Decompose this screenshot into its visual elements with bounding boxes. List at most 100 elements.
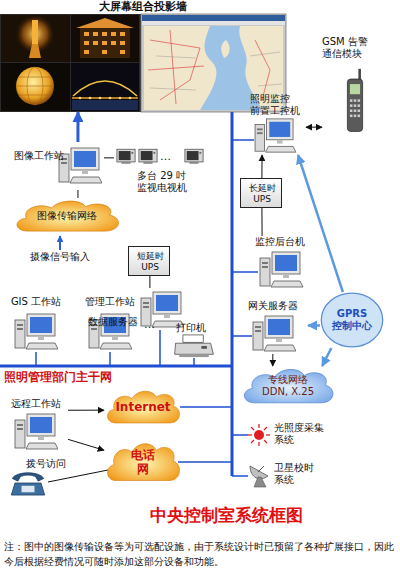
printer: 打印机 (158, 322, 224, 358)
cloud-outline (108, 391, 180, 423)
backbone-bus (193, 358, 195, 366)
node-label: 图像工作站 (14, 150, 68, 162)
projection-wall-images (84, 32, 125, 54)
backbone-bus (232, 139, 254, 141)
admin-workstation: 管理工作站 (78, 296, 142, 352)
connector (77, 190, 78, 198)
dial-access-label: 拨号访问 (26, 458, 66, 470)
projection-wall-images (79, 97, 82, 100)
connector (76, 112, 79, 142)
device-icons (15, 314, 58, 349)
phone-network-cloud: 电话 网 (104, 440, 182, 484)
projection-wall-images (129, 97, 132, 100)
ellipsis-mark: … (160, 150, 171, 163)
projection-wall-images (71, 15, 139, 62)
device-icons (255, 119, 296, 152)
projection-wall-images (19, 95, 51, 96)
projection-wall-images (71, 63, 139, 111)
backbone-bus (180, 406, 232, 408)
projection-wall-images (102, 50, 107, 54)
gprs-center: GPRS 控制中心 (320, 292, 384, 348)
ellipsis-mark: … (144, 318, 155, 331)
backbone-bus (159, 330, 161, 366)
connector (298, 155, 343, 292)
backbone-bus (178, 461, 232, 463)
node-label: 短延时 UPS (134, 251, 166, 273)
remote-workstation: 远程工作站 (4, 398, 68, 454)
image-workstation: 图像工作站 (14, 142, 104, 190)
device-icons (347, 69, 362, 132)
connector (104, 157, 114, 158)
circle-outline (321, 293, 382, 347)
projection-wall-images (80, 28, 130, 58)
device-icons (59, 148, 102, 183)
device-icons (175, 335, 214, 357)
cloud-outline (108, 444, 180, 481)
leader-wires (48, 236, 108, 482)
projection-wall-images (150, 52, 282, 90)
node-label: 管理工作站 (78, 296, 142, 308)
projection-wall-images (111, 41, 116, 45)
node-label: 打印机 (176, 322, 216, 334)
projection-wall-images (1, 63, 70, 111)
connector (308, 324, 320, 327)
node-label: 长延时 UPS (246, 183, 278, 205)
node-label: 多台 29 吋 监视电视机 (134, 170, 189, 194)
node-label: 光照度采集 系统 (274, 422, 330, 446)
projection-wall-images (76, 18, 134, 28)
projection-wall-images (144, 26, 216, 110)
projection-wall-images (111, 32, 116, 36)
connector (68, 410, 104, 411)
device-icons (15, 414, 58, 449)
ups-box: 长延时 UPS (240, 178, 282, 208)
connector (68, 439, 104, 450)
node-label: GIS 工作站 (4, 296, 68, 308)
projection-wall-images (109, 97, 112, 100)
node-label: 监控后台机 (242, 236, 317, 248)
internet-cloud: Internet (104, 388, 182, 426)
backbone-bus (35, 352, 37, 366)
node-label: 大屏幕组合投影墙 (0, 0, 286, 13)
cloud-outline (17, 201, 118, 231)
connector (261, 208, 262, 236)
projection-wall-images (84, 50, 89, 54)
footnote: 注：图中的图像传输设备等为可选配设施，由于系统设计时已预留了各种扩展接口，因此今… (4, 540, 396, 569)
diagram-title: 中央控制室系统框图 (150, 504, 303, 527)
gsm-module: GSM 告警 通信模块 (322, 36, 392, 150)
front-ipc: 照明监控 前置工控机 (246, 93, 306, 155)
projection-wall-images (119, 97, 122, 100)
backbone-bus (232, 271, 258, 273)
node-label: 远程工作站 (4, 398, 68, 410)
projection-wall-images (148, 66, 204, 70)
projection-wall-images (72, 97, 138, 99)
device-icons (117, 149, 135, 164)
projection-wall-images (16, 67, 54, 105)
projection-wall-images (250, 52, 280, 56)
projection-wall-images (93, 32, 98, 36)
projection-wall-images (99, 97, 102, 100)
backbone-bus (0, 112, 258, 476)
node-label: 数据服务器 (88, 316, 142, 328)
backbone-label: 照明管理部门主干网 (4, 370, 112, 384)
device-icons (185, 149, 203, 164)
projection-wall-images (93, 41, 98, 45)
backbone-bus (0, 365, 232, 368)
backbone-bus (232, 434, 248, 436)
network-cloud: 图像传输网络 (12, 198, 122, 234)
illuminance-system: 光照度采集 系统 (244, 418, 336, 452)
node-label: 专线网络 DDN, X.25 (256, 374, 320, 398)
node-label: 图像传输网络 (22, 210, 112, 222)
projection-wall-images (120, 50, 125, 54)
projection-wall-images (258, 84, 282, 86)
gateway-server: 网关服务器 (238, 300, 308, 354)
projection-wall-images (72, 100, 138, 110)
node-label: GPRS 控制中心 (332, 308, 372, 332)
projection-wall: 大屏幕组合投影墙 (0, 0, 286, 112)
projection-wall-images (79, 97, 132, 100)
projection-wall-images (255, 40, 270, 100)
projection-wall-images (73, 81, 137, 96)
backbone-bus (232, 475, 248, 477)
connector (306, 127, 322, 128)
